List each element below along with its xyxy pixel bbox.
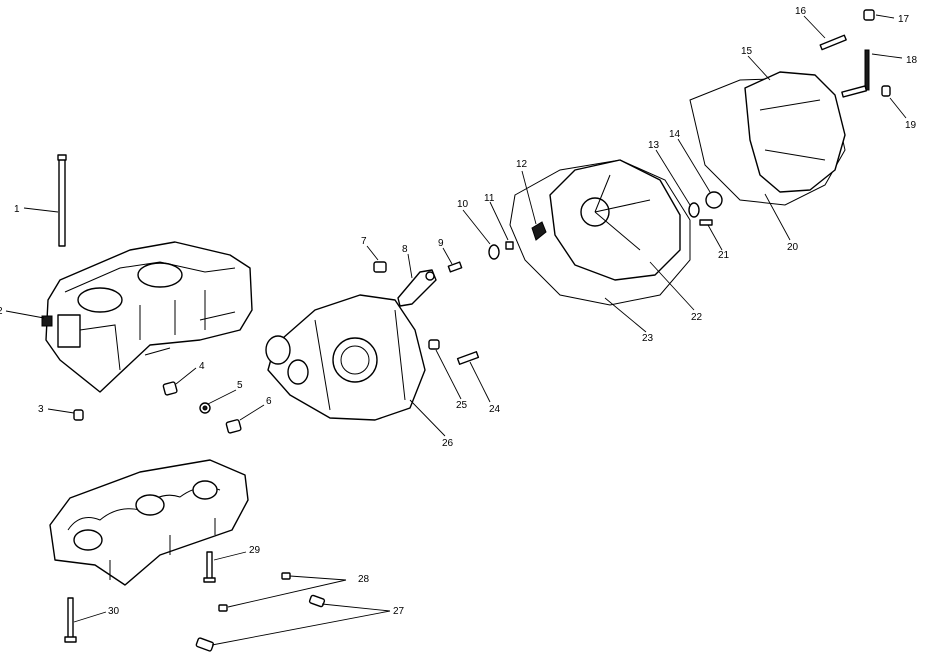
part-washer-13 xyxy=(688,202,700,218)
callout-27: 27 xyxy=(393,606,405,617)
part-screw-21 xyxy=(699,219,713,226)
callout-17: 17 xyxy=(898,14,910,25)
part-clip-5 xyxy=(199,402,211,414)
part-spring-12 xyxy=(531,221,547,241)
part-25 xyxy=(428,339,440,350)
part-bolt-17 xyxy=(863,9,875,21)
part-pin-16 xyxy=(819,34,847,51)
callout-2: 2 xyxy=(0,306,3,317)
callout-18: 18 xyxy=(906,55,918,66)
part-dowel-3 xyxy=(73,409,84,421)
callout-4: 4 xyxy=(199,361,205,372)
part-upper-crankcase xyxy=(41,241,253,393)
callout-labels: 1 2 3 4 5 6 7 8 9 10 11 12 13 14 15 16 1… xyxy=(0,6,918,617)
part-dowel-28a xyxy=(281,572,291,580)
callout-19: 19 xyxy=(905,120,917,131)
callout-30: 30 xyxy=(108,606,120,617)
part-dowel-27b xyxy=(195,637,215,652)
callout-12: 12 xyxy=(516,159,528,170)
callout-26: 26 xyxy=(442,438,454,449)
callout-14: 14 xyxy=(669,129,681,140)
part-washer-10 xyxy=(488,244,500,260)
callout-5: 5 xyxy=(237,380,243,391)
callout-21: 21 xyxy=(718,250,730,261)
callout-3: 3 xyxy=(38,404,44,415)
part-lower-crankcase xyxy=(49,459,249,586)
part-bolt-29 xyxy=(203,551,216,583)
part-rod-18 xyxy=(841,49,870,98)
part-magneto-cover xyxy=(265,294,426,421)
part-bolt-30 xyxy=(64,597,77,643)
callout-13: 13 xyxy=(648,140,660,151)
callout-24: 24 xyxy=(489,404,501,415)
part-bearing-14 xyxy=(705,191,723,209)
part-bolt-24 xyxy=(456,351,480,365)
callout-7: 7 xyxy=(361,236,367,247)
callout-28: 28 xyxy=(358,574,370,585)
part-lever-8 xyxy=(397,269,437,307)
part-dowel-27a xyxy=(308,594,326,608)
callout-6: 6 xyxy=(266,396,272,407)
part-outer-cover-15 xyxy=(744,71,846,193)
part-dowel-28b xyxy=(218,604,228,612)
callout-8: 8 xyxy=(402,244,408,255)
part-11 xyxy=(505,241,514,250)
part-dowel-4 xyxy=(162,381,178,396)
part-screw-9 xyxy=(447,261,463,273)
part-chaincase-22 xyxy=(549,159,681,281)
part-19 xyxy=(881,85,891,97)
callout-25: 25 xyxy=(456,400,468,411)
part-stud-1 xyxy=(57,154,67,247)
callout-22: 22 xyxy=(691,312,703,323)
callout-11: 11 xyxy=(484,193,495,204)
callout-20: 20 xyxy=(787,242,799,253)
callout-15: 15 xyxy=(741,46,753,57)
callout-29: 29 xyxy=(249,545,261,556)
leader-lines xyxy=(5,14,907,646)
callout-9: 9 xyxy=(438,238,444,249)
part-7 xyxy=(373,261,387,273)
part-dowel-6 xyxy=(225,419,242,434)
callout-16: 16 xyxy=(795,6,807,17)
callout-10: 10 xyxy=(457,199,469,210)
callout-1: 1 xyxy=(14,204,20,215)
callout-23: 23 xyxy=(642,333,654,344)
